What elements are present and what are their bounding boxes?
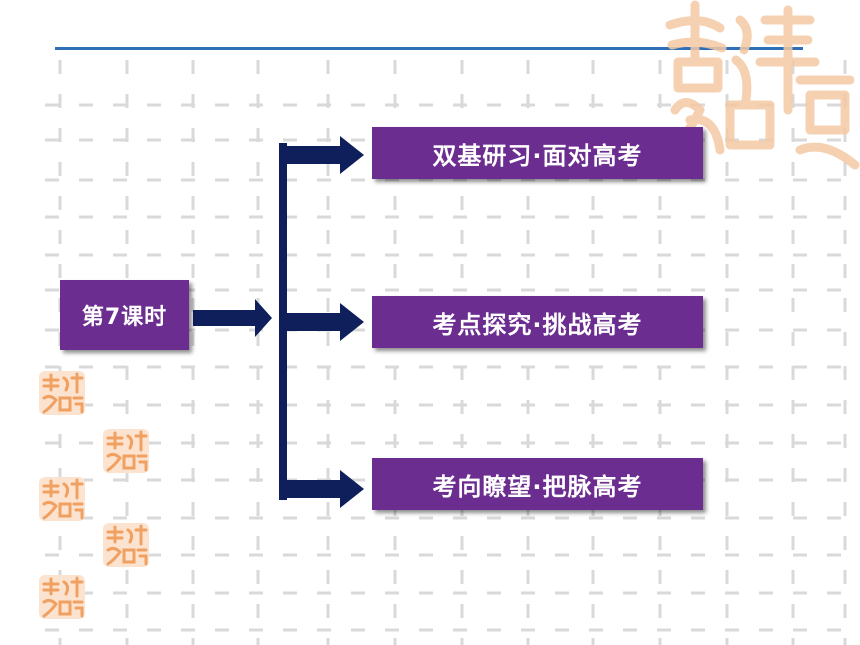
seal-stamp-small: [39, 371, 85, 415]
section-label: 双基研习·面对高考: [432, 141, 643, 170]
seal-stamp-small: [39, 477, 85, 521]
arrow-to-section-3: [283, 470, 364, 508]
arrow-to-section-2: [283, 303, 364, 341]
arrow-to-lesson-branch: [193, 299, 272, 337]
seal-stamp-small: [103, 429, 149, 473]
seal-logo-large: [665, 0, 860, 170]
header-rule: [55, 47, 803, 50]
section-label: 考点探究·挑战高考: [432, 310, 643, 339]
section-box-explore[interactable]: 考点探究·挑战高考: [372, 296, 703, 348]
lesson-title-label: 第7课时: [81, 305, 168, 330]
section-label: 考向瞭望·把脉高考: [432, 472, 643, 501]
lesson-title-box[interactable]: 第7课时: [60, 280, 189, 350]
arrow-to-section-1: [283, 136, 364, 174]
seal-stamp-small: [103, 523, 149, 567]
seal-stamp-small: [39, 575, 85, 619]
section-box-outlook[interactable]: 考向瞭望·把脉高考: [372, 458, 703, 510]
section-box-basics[interactable]: 双基研习·面对高考: [372, 127, 703, 179]
